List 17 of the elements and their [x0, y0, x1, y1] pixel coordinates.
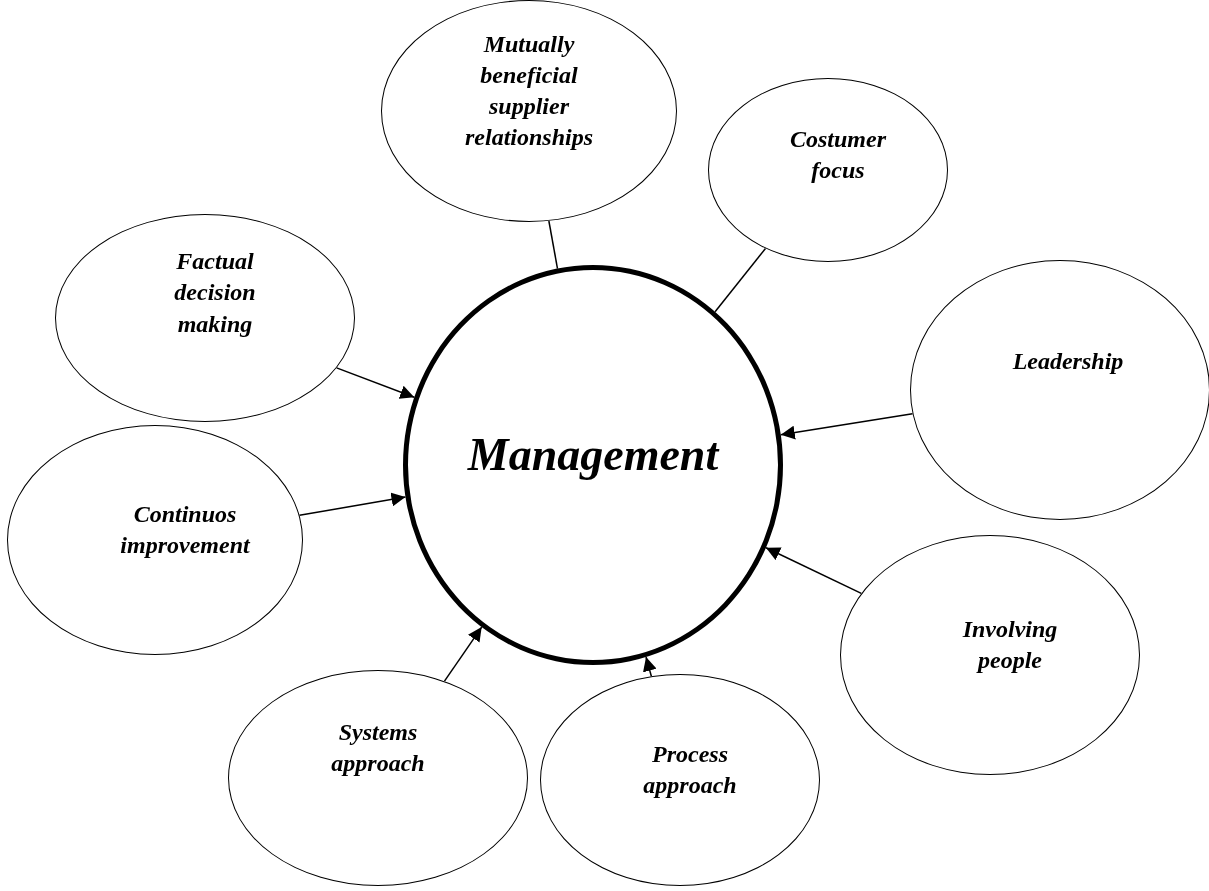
node-label: Mutually beneficial supplier relationships	[463, 29, 594, 153]
node-label: Systems approach	[330, 717, 426, 778]
node-label: Process approach	[642, 739, 738, 800]
arrow	[335, 367, 415, 399]
node-label: Costumer focus	[789, 124, 888, 185]
connector-line	[714, 247, 767, 313]
arrow	[443, 626, 483, 682]
connector-line	[548, 220, 559, 270]
node-label: Involving people	[961, 614, 1059, 675]
arrow	[765, 547, 863, 595]
node-label: Management	[467, 428, 719, 483]
arrow	[780, 412, 914, 440]
node-label: Leadership	[1012, 347, 1124, 377]
arrow	[643, 656, 657, 677]
node-label: Continuos improvement	[119, 499, 252, 560]
node-label: Factual decision making	[173, 247, 257, 339]
arrow	[298, 492, 407, 516]
